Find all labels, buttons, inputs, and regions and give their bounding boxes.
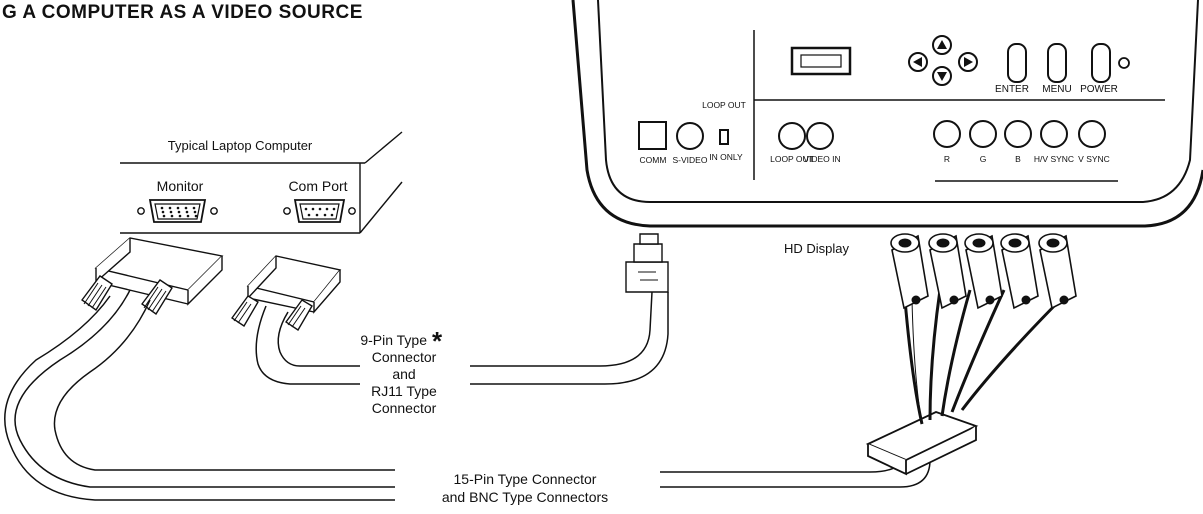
menu-label: MENU — [1042, 84, 1071, 95]
monitor-port-shell — [148, 199, 207, 223]
hd-display — [571, 0, 1203, 228]
arrow-left-button — [908, 52, 928, 72]
arrow-pad — [908, 35, 978, 86]
hv-sync-label: H/V SYNC — [1034, 154, 1074, 164]
asterisk-note: * — [432, 326, 443, 356]
bnc-plug-1 — [890, 233, 929, 310]
arrow-up-button — [932, 35, 952, 55]
serial-thumbscrew-right — [285, 299, 313, 331]
vga-callout-line2: and BNC Type Connectors — [442, 489, 608, 505]
laptop-right-bottom-edge — [359, 181, 403, 234]
serial-callout-line5: Connector — [372, 400, 437, 416]
laptop-title: Typical Laptop Computer — [168, 138, 313, 153]
loop-switch — [719, 129, 729, 145]
loop-out-switch-label: LOOP OUT — [702, 100, 746, 110]
enter-button — [1007, 43, 1027, 83]
serial-thumbscrew-left — [231, 295, 259, 327]
diagram-title: G A COMPUTER AS A VIDEO SOURCE — [2, 2, 363, 23]
comm-label: COMM — [640, 155, 667, 165]
bnc-cable — [660, 233, 1077, 488]
vga-callout: 15-Pin Type Connector and BNC Type Conne… — [442, 471, 608, 505]
in-only-label: IN ONLY — [709, 152, 743, 162]
serial-cable — [231, 233, 669, 385]
laptop-top-right-edge — [364, 131, 403, 164]
serial-callout: 9-Pin Type * Connector and RJ11 Type Con… — [360, 326, 443, 416]
vga-cable-strand — [14, 289, 395, 488]
power-label: POWER — [1080, 84, 1118, 95]
loop-out-jack-label: LOOP OUT — [770, 154, 814, 164]
rj11-plug — [625, 261, 669, 293]
power-button — [1091, 43, 1111, 83]
power-led — [1118, 57, 1130, 69]
hv-sync-jack — [1040, 120, 1068, 148]
video-in-jack — [806, 122, 834, 150]
com-port-pins — [304, 207, 336, 217]
g-label: G — [980, 154, 987, 164]
r-jack — [933, 120, 961, 148]
serial-callout-line4: RJ11 Type — [371, 383, 437, 399]
v-sync-jack — [1078, 120, 1106, 148]
display-inner-panel — [597, 0, 1199, 203]
enter-label: ENTER — [995, 84, 1029, 95]
laptop — [120, 131, 403, 234]
hd-display-label: HD Display — [784, 241, 850, 256]
video-in-label: VIDEO IN — [803, 154, 840, 164]
monitor-port-pins — [160, 206, 198, 218]
bnc-plug-5 — [1038, 233, 1077, 310]
usb-port — [790, 46, 852, 76]
svideo-label: S-VIDEO — [673, 155, 708, 165]
monitor-label: Monitor — [157, 178, 204, 194]
com-port-label: Com Port — [288, 178, 347, 194]
serial-callout-line1: 9-Pin Type — [360, 332, 427, 348]
serial-callout-line3: and — [392, 366, 415, 382]
loop-out-jack — [778, 122, 806, 150]
menu-button — [1047, 43, 1067, 83]
panel-labels: ENTER MENU POWER LOOP OUT IN ONLY COMM S… — [640, 84, 1118, 165]
display-outer-shell — [571, 0, 1203, 228]
comm-port — [638, 121, 667, 150]
g-jack — [969, 120, 997, 148]
bnc-plug-4 — [1000, 233, 1039, 310]
bnc-plug-2 — [928, 233, 967, 310]
b-jack — [1004, 120, 1032, 148]
com-port-shell — [293, 199, 346, 223]
vga-cable — [4, 237, 395, 501]
vga-callout-line1: 15-Pin Type Connector — [454, 471, 597, 487]
arrow-right-button — [958, 52, 978, 72]
r-label: R — [944, 154, 950, 164]
v-sync-label: V SYNC — [1078, 154, 1110, 164]
serial-callout-line2: Connector — [372, 349, 437, 365]
svideo-jack — [676, 122, 704, 150]
bnc-plug-3 — [964, 233, 1003, 310]
arrow-down-button — [932, 66, 952, 86]
b-label: B — [1015, 154, 1021, 164]
